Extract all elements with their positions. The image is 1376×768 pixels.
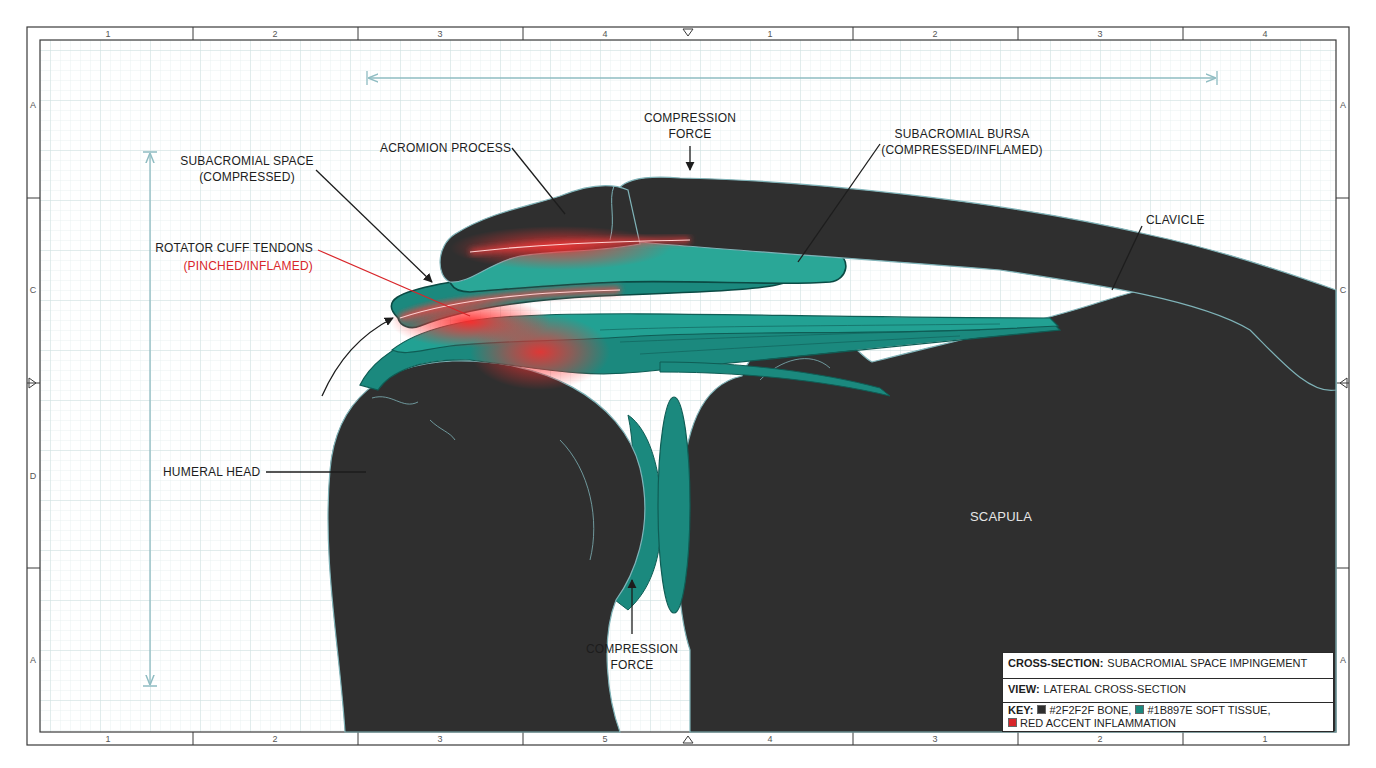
grid [40, 40, 1336, 732]
grid-ref: A [26, 99, 40, 111]
callout-label: SUBACROMIAL SPACE (COMPRESSED) [167, 153, 327, 185]
callout-label: CLAVICLE [1146, 212, 1246, 228]
humerus-bone [328, 361, 645, 732]
frame-ticks [27, 27, 1349, 745]
callout-label: COMPRESSION FORCE [572, 641, 692, 673]
clavicle-bone [614, 177, 1336, 390]
grid-ref: 1 [760, 28, 780, 40]
legend-entry: RED ACCENT INFLAMMATION [1008, 717, 1176, 730]
grid-ref: A [1336, 654, 1350, 666]
callout-label: COMPRESSION FORCE [630, 110, 750, 142]
grid-ref: 3 [1090, 28, 1110, 40]
view-heading: VIEW: [1008, 683, 1040, 695]
title-row: CROSS-SECTION: SUBACROMIAL SPACE IMPINGEM… [1003, 653, 1333, 679]
grid-ref: 3 [925, 733, 945, 745]
inner-frame [40, 40, 1336, 732]
legend-text: #2F2F2F BONE, [1049, 704, 1131, 716]
callout-label: HUMERAL HEAD [163, 464, 283, 480]
grid-ref: 2 [925, 28, 945, 40]
grid-ref: A [1336, 99, 1350, 111]
grid-ref: 3 [430, 28, 450, 40]
grid-ref: A [26, 654, 40, 666]
part-label: SCAPULA [941, 509, 1061, 525]
leader-line-red [318, 250, 470, 316]
inflammation [390, 226, 690, 390]
grid-ref: 4 [760, 733, 780, 745]
key-row: KEY: #2F2F2F BONE, #1B897E SOFT TISSUE,RED… [1003, 703, 1333, 731]
legend-text: RED ACCENT INFLAMMATION [1020, 717, 1176, 729]
grid-ref: 1 [98, 733, 118, 745]
legend-swatch [1135, 705, 1144, 714]
legend-text: #1B897E SOFT TISSUE, [1147, 704, 1270, 716]
grid-ref: 4 [595, 28, 615, 40]
grid-ref: 4 [1255, 28, 1275, 40]
grid-ref: D [26, 470, 40, 482]
key-heading: KEY: [1008, 704, 1033, 716]
title-heading: CROSS-SECTION: [1008, 657, 1103, 669]
grid-ref: C [26, 284, 40, 296]
center-markers [29, 29, 1347, 743]
grid-ref: 1 [1255, 733, 1275, 745]
legend-entry: #1B897E SOFT TISSUE, [1135, 704, 1270, 717]
view-row: VIEW: LATERAL CROSS-SECTION [1003, 679, 1333, 703]
grid-ref: C [1336, 284, 1350, 296]
view-text: LATERAL CROSS-SECTION [1044, 683, 1186, 695]
outer-frame [27, 27, 1349, 745]
leader-lines [266, 144, 1142, 634]
callout-label: SUBACROMIAL BURSA (COMPRESSED/INFLAMED) [862, 126, 1062, 158]
callout-label: ACROMION PROCESS [380, 140, 540, 156]
legend-swatch [1008, 718, 1017, 727]
grid-ref: 2 [1090, 733, 1110, 745]
legend-entry: #2F2F2F BONE, [1037, 704, 1131, 717]
title-text: SUBACROMIAL SPACE IMPINGEMENT [1107, 657, 1307, 669]
grid-ref: 3 [430, 733, 450, 745]
title-block: CROSS-SECTION: SUBACROMIAL SPACE IMPINGEM… [1002, 652, 1334, 732]
callout-label: ROTATOR CUFF TENDONS [113, 240, 313, 256]
grid-ref: 5 [595, 733, 615, 745]
tendon-fibers [600, 324, 1000, 354]
rotator-cuff-tendon [660, 362, 890, 396]
grid-ref: 2 [265, 733, 285, 745]
glenoid-labrum [658, 397, 690, 613]
callout-label-red: (PINCHED/INFLAMED) [113, 258, 313, 274]
bone-contour [372, 397, 594, 560]
grid-ref: 2 [265, 28, 285, 40]
legend-swatch [1037, 705, 1046, 714]
grid-ref: 1 [98, 28, 118, 40]
